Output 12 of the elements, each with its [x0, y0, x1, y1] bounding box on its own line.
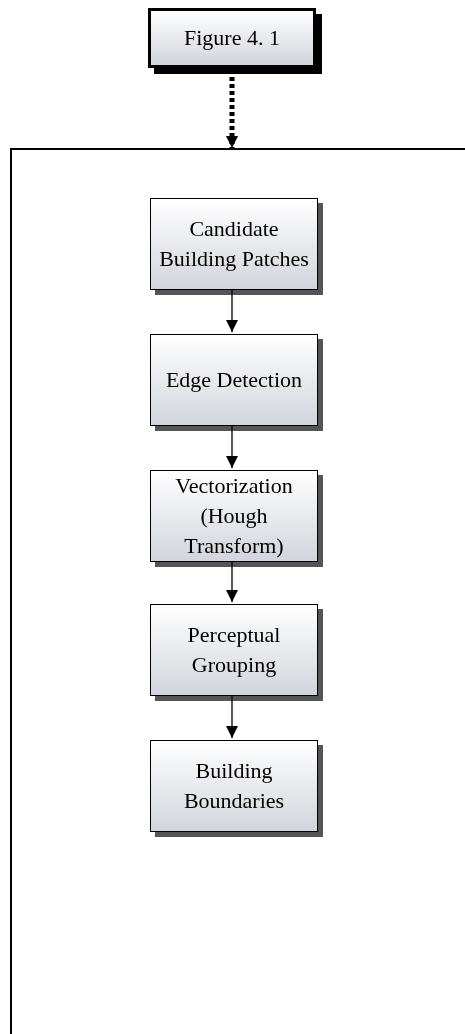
box-label: Edge Detection — [165, 366, 303, 394]
box-label: Perceptual Grouping — [186, 621, 282, 679]
box-label: Candidate Building Patches — [158, 215, 310, 273]
arrow — [226, 560, 238, 603]
arrow — [226, 424, 238, 469]
box-label: Figure 4. 1 — [184, 24, 280, 52]
arrow — [226, 288, 238, 333]
arrow — [226, 694, 238, 739]
arrow — [226, 70, 238, 148]
box-label: Building Boundaries — [182, 757, 286, 815]
frame — [10, 148, 465, 1034]
box-label: Vectorization (Hough Transform) — [174, 472, 294, 560]
